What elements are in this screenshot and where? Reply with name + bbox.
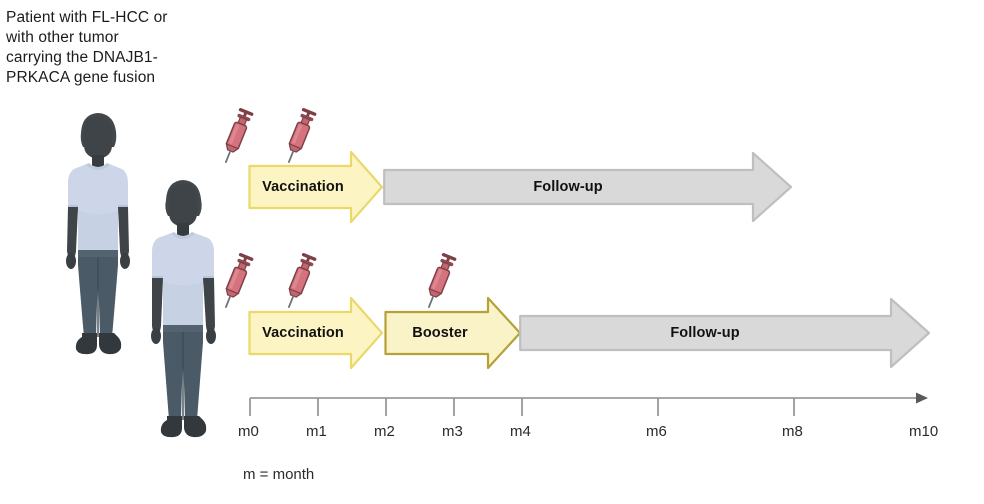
arrow-right-icon bbox=[916, 392, 928, 404]
phase-arrow-vaccination-1 bbox=[248, 150, 384, 224]
phase-arrow-followup-2 bbox=[519, 296, 931, 370]
tick-label-m6: m6 bbox=[646, 423, 667, 440]
syringe-icon bbox=[216, 251, 256, 313]
timeline-legend: m = month bbox=[243, 466, 315, 483]
tick-label-m3: m3 bbox=[442, 423, 463, 440]
phase-arrow-vaccination-2 bbox=[248, 296, 384, 370]
phase-label-vaccination-1: Vaccination bbox=[262, 179, 344, 195]
phase-label-vaccination-2: Vaccination bbox=[262, 325, 344, 341]
tick-label-m4: m4 bbox=[510, 423, 531, 440]
phase-label-followup-2: Follow-up bbox=[670, 325, 740, 341]
phase-label-booster: Booster bbox=[412, 325, 468, 341]
phase-arrow-booster bbox=[384, 296, 522, 370]
tick-label-m0: m0 bbox=[238, 423, 259, 440]
syringe-icon bbox=[279, 106, 319, 168]
tick-label-m10: m10 bbox=[909, 423, 939, 440]
page-title: Patient with FL-HCC or with other tumor … bbox=[6, 9, 168, 86]
tick-label-m1: m1 bbox=[306, 423, 327, 440]
phase-label-followup-1: Follow-up bbox=[533, 179, 603, 195]
patient-figure-1 bbox=[48, 105, 148, 365]
syringe-icon bbox=[216, 106, 256, 168]
tick-label-m2: m2 bbox=[374, 423, 395, 440]
syringe-icon bbox=[279, 251, 319, 313]
phase-arrow-followup-1 bbox=[383, 150, 793, 224]
tick-label-m8: m8 bbox=[782, 423, 803, 440]
patient-figure-2 bbox=[133, 172, 233, 450]
syringe-icon bbox=[419, 251, 459, 313]
